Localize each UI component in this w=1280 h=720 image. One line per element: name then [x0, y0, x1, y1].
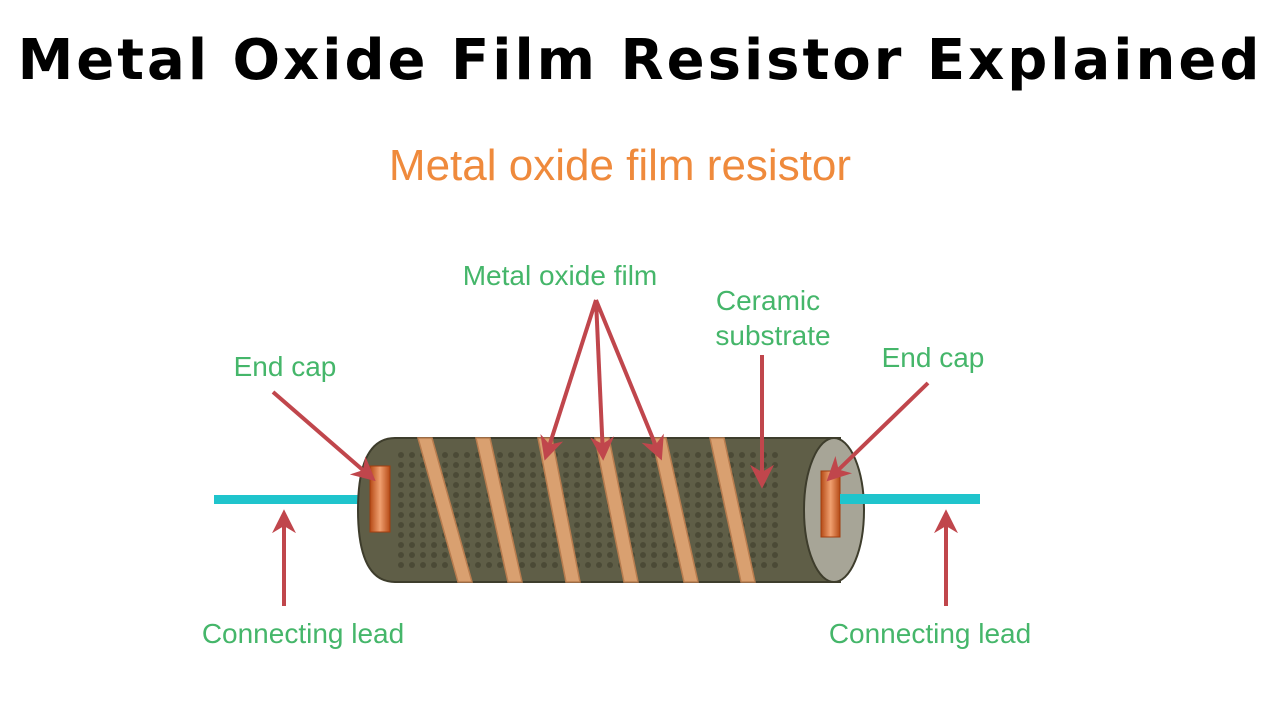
label-end-cap-left: End cap — [234, 351, 337, 382]
film-band — [709, 437, 756, 583]
connecting-lead-left — [214, 495, 374, 504]
label-lead-left: Connecting lead — [202, 618, 404, 649]
arrow-film-3 — [594, 299, 664, 461]
diagram-title: Metal oxide film resistor — [389, 141, 851, 190]
label-lead-right: Connecting lead — [829, 618, 1031, 649]
arrow-film-1 — [540, 299, 598, 461]
label-end-cap-right: End cap — [882, 342, 985, 373]
arrow-end-cap-left — [271, 390, 376, 482]
end-cap-right — [820, 470, 841, 538]
headline: Metal Oxide Film Resistor Explained — [17, 28, 1263, 93]
film-band — [417, 437, 473, 583]
end-cap-left — [369, 465, 391, 533]
connecting-lead-right — [840, 494, 980, 504]
label-substrate: substrate — [715, 320, 830, 351]
arrow-end-cap-right — [826, 381, 930, 482]
arrow-film-2 — [590, 299, 615, 461]
label-metal-oxide-film: Metal oxide film — [463, 260, 658, 291]
film-band — [475, 437, 523, 583]
label-ceramic: Ceramic — [716, 285, 820, 316]
